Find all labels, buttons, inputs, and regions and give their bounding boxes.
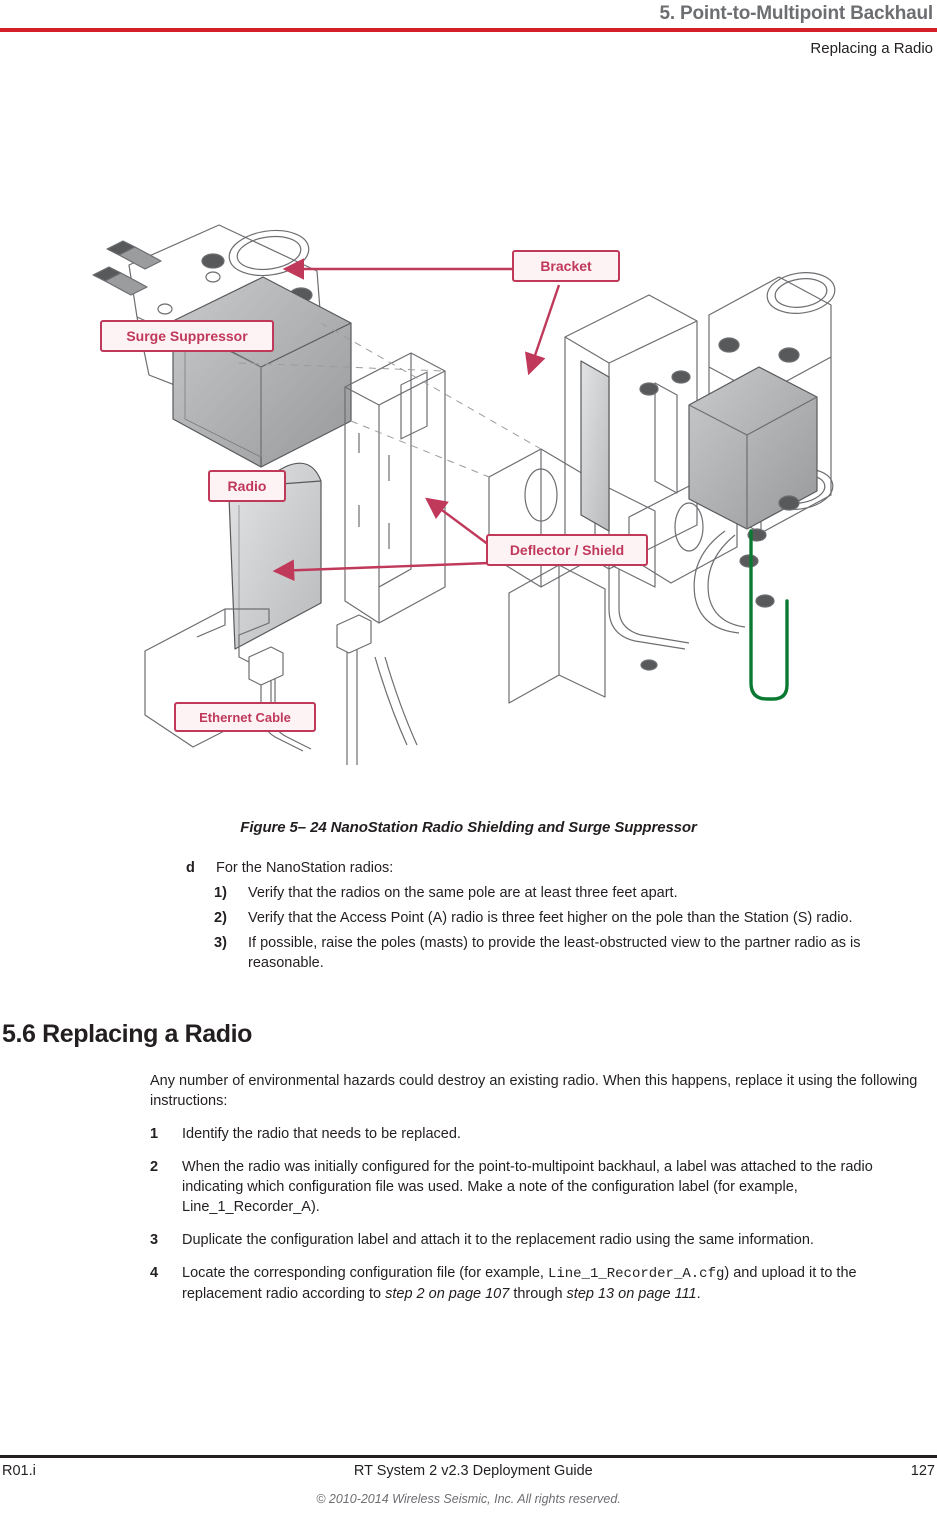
list-text: Verify that the Access Point (A) radio i… [248, 910, 853, 926]
text-span: through [509, 1286, 567, 1302]
list-marker: 3) [214, 935, 227, 951]
step-text: Duplicate the configuration label and at… [182, 1232, 814, 1248]
page-content: d For the NanoStation radios: 1) Verify … [0, 858, 937, 1304]
callout-box-surge-suppressor: Surge Suppressor [99, 320, 274, 352]
header-red-rule [0, 28, 937, 32]
section-heading: 5.6 Replacing a Radio [2, 1020, 253, 1048]
callout-group: Bracket Surge Suppressor Radio Defl [99, 250, 648, 732]
list-item: 3) If possible, raise the poles (masts) … [0, 933, 937, 973]
callout-box-deflector-shield: Deflector / Shield [485, 534, 648, 566]
list-item-d: d For the NanoStation radios: [0, 858, 937, 878]
list-item: 2) Verify that the Access Point (A) radi… [0, 908, 937, 928]
page-header: 5. Point-to-Multipoint Backhaul Replacin… [0, 0, 937, 58]
callout-leader-deflector [424, 497, 490, 546]
code-span: Line_1_Recorder_A.cfg [547, 1266, 725, 1282]
text-span: Identify the radio that needs to be repl… [182, 1126, 461, 1142]
header-chapter-title: 5. Point-to-Multipoint Backhaul [659, 3, 933, 24]
list-text-d: For the NanoStation radios: [216, 860, 394, 876]
figure-caption: Figure 5– 24 NanoStation Radio Shielding… [240, 819, 697, 836]
text-span: Duplicate the configuration label and at… [182, 1232, 814, 1248]
list-text: Verify that the radios on the same pole … [248, 885, 678, 901]
callout-box-ethernet-cable: Ethernet Cable [173, 702, 316, 732]
callout-leader-bracket-2 [524, 284, 560, 376]
footer-page-number: 127 [910, 1463, 935, 1479]
page-footer: R01.i RT System 2 v2.3 Deployment Guide … [0, 1455, 937, 1516]
section-intro-paragraph: Any number of environmental hazards coul… [150, 1073, 918, 1109]
step-marker: 4 [150, 1265, 159, 1281]
footer-revision: R01.i [2, 1463, 36, 1479]
footer-row: R01.i RT System 2 v2.3 Deployment Guide … [0, 1463, 937, 1479]
list-marker-d: d [186, 860, 195, 876]
callout-leader-deflector-2 [272, 559, 489, 582]
step-text: When the radio was initially configured … [182, 1159, 873, 1215]
figure-block: Bracket Surge Suppressor Radio Defl [0, 205, 937, 836]
callout-label-deflector-shield: Deflector / Shield [509, 542, 623, 558]
cross-reference: step 13 on page 111 [566, 1286, 697, 1302]
callout-label-radio: Radio [227, 478, 266, 494]
callout-box-bracket: Bracket [511, 250, 620, 282]
list-item: 1) Verify that the radios on the same po… [0, 883, 937, 903]
step-text: Locate the corresponding configuration f… [182, 1265, 857, 1302]
step-item: 2 When the radio was initially configure… [0, 1157, 937, 1217]
callout-label-surge-suppressor: Surge Suppressor [126, 328, 248, 344]
list-text: If possible, raise the poles (masts) to … [248, 935, 861, 971]
figure-image: Bracket Surge Suppressor Radio Defl [89, 205, 849, 805]
step-item: 1 Identify the radio that needs to be re… [0, 1124, 937, 1144]
text-span: When the radio was initially configured … [182, 1159, 873, 1215]
cross-reference: step 2 on page 107 [385, 1286, 510, 1302]
footer-copyright: © 2010-2014 Wireless Seismic, Inc. All r… [316, 1492, 621, 1506]
list-marker: 2) [214, 910, 227, 926]
step-marker: 1 [150, 1126, 159, 1142]
callout-label-bracket: Bracket [540, 258, 592, 274]
list-marker: 1) [214, 885, 227, 901]
step-marker: 2 [150, 1159, 159, 1175]
callout-label-ethernet-cable: Ethernet Cable [199, 710, 291, 725]
footer-guide-title: RT System 2 v2.3 Deployment Guide [353, 1463, 593, 1479]
callout-box-radio: Radio [207, 470, 286, 502]
text-span: Locate the corresponding configuration f… [182, 1265, 548, 1281]
step-item: 4 Locate the corresponding configuration… [0, 1263, 937, 1304]
text-span: . [696, 1286, 701, 1302]
step-item: 3 Duplicate the configuration label and … [0, 1230, 937, 1250]
footer-rule [0, 1455, 937, 1458]
step-marker: 3 [150, 1232, 159, 1248]
header-section-subtitle: Replacing a Radio [810, 40, 933, 57]
step-text: Identify the radio that needs to be repl… [182, 1126, 461, 1142]
text-span: ) and upload it to the replacement radio… [182, 1265, 857, 1302]
